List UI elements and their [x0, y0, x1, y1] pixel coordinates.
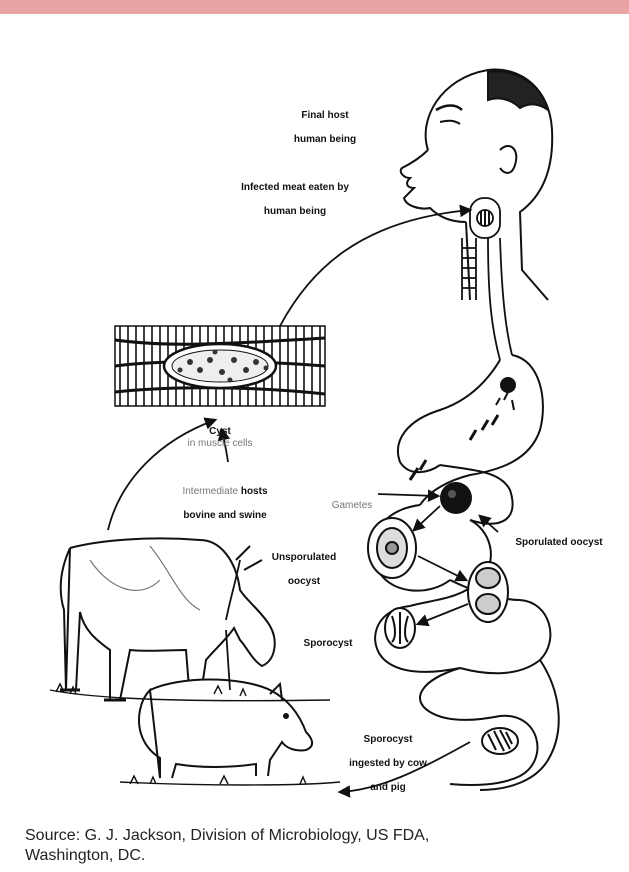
label-sporocyst-ingested: Sporocyst ingested by cow and pig	[330, 722, 446, 806]
muscle-cyst-icon	[115, 326, 325, 406]
cow-icon	[60, 538, 275, 700]
label-final-host: Final host human being	[270, 98, 380, 158]
source-caption: Source: G. J. Jackson, Division of Micro…	[25, 826, 615, 866]
pig-icon	[139, 680, 312, 779]
label-unsporulated-oocyst: Unsporulated oocyst	[254, 540, 354, 600]
label-gametes: Gametes	[324, 488, 380, 512]
arrow-sporulated-to-sporocyst	[418, 604, 468, 624]
label-cyst: Cyst in muscle cells	[120, 414, 320, 450]
arrow-gamete-to-unsporulated	[414, 506, 440, 530]
label-infected-meat: Infected meat eaten by human being	[200, 170, 390, 230]
label-sporulated-oocyst: Sporulated oocyst	[494, 525, 624, 549]
arrow-unsporulated-to-sporulated	[418, 556, 466, 580]
gamete-icon	[440, 482, 472, 514]
caption-line-1: Source: G. J. Jackson, Division of Micro…	[25, 826, 615, 846]
sporocyst-icon	[385, 608, 415, 648]
unsporulated-oocyst-icon	[368, 518, 416, 578]
label-sporocyst: Sporocyst	[290, 626, 366, 650]
sporulated-oocyst-icon	[468, 562, 508, 622]
caption-line-2: Washington, DC.	[25, 846, 615, 866]
label-intermediate-hosts: Intermediate hosts bovine and swine	[140, 474, 310, 534]
ingested-sporocyst-icon	[482, 728, 518, 754]
